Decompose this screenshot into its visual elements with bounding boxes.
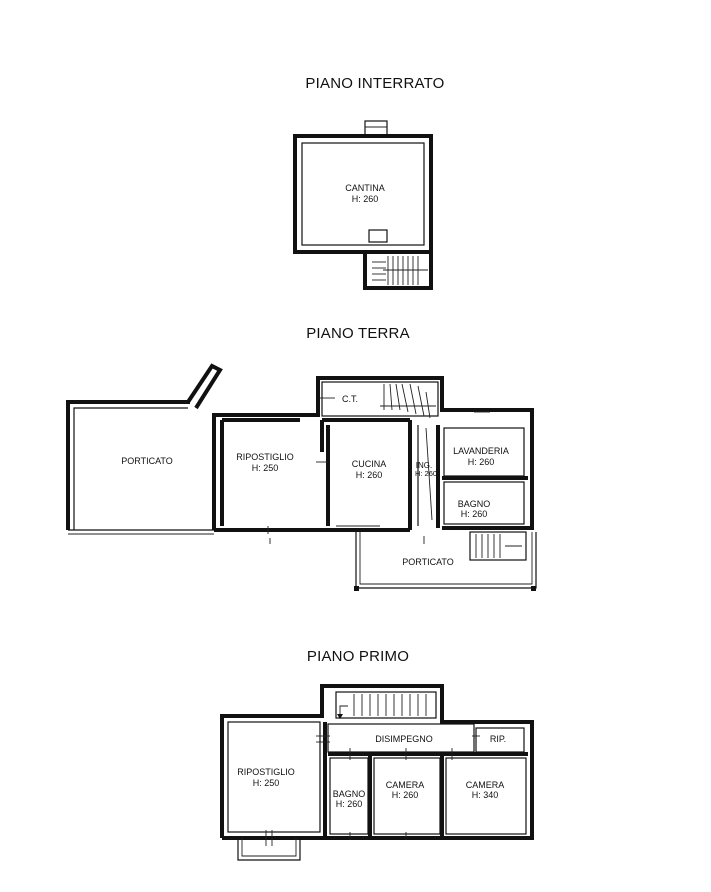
porticato-lower (355, 532, 537, 589)
floor-title-basement: PIANO INTERRATO (305, 75, 444, 92)
room-height-camera-2: H: 340 (472, 790, 499, 800)
room-label-ingresso: ING. (416, 461, 432, 470)
ripostiglio-first-inner (227, 721, 321, 833)
first-main-walls (220, 684, 534, 840)
room-height-camera-1: H: 260 (392, 790, 419, 800)
floor-basement: PIANO INTERRATO CANTINA H: 260 (293, 75, 444, 290)
room-height-ripostiglio-ground: H: 250 (252, 463, 279, 473)
floor-title-first: PIANO PRIMO (307, 648, 409, 665)
room-height-bagno-ground: H: 260 (461, 509, 488, 519)
basement-stair-enclosure (363, 250, 433, 290)
room-label-porticato-left: PORTICATO (121, 456, 173, 466)
room-label-cucina: CUCINA (352, 459, 387, 469)
room-height-cucina: H: 260 (356, 470, 383, 480)
room-height-ingresso: H: 260 (415, 469, 437, 478)
basement-stairs (372, 256, 428, 285)
light-well (364, 120, 388, 138)
room-label-lavanderia: LAVANDERIA (453, 446, 509, 456)
room-label-camera-1: CAMERA (386, 780, 425, 790)
camera-2-area (445, 757, 527, 835)
porticato-left-walls (66, 400, 190, 530)
ground-main-walls (212, 376, 534, 530)
room-label-cantina: CANTINA (345, 183, 385, 193)
basement-door-jamb (368, 229, 388, 243)
room-label-bagno-first: BAGNO (333, 789, 366, 799)
floor-ground: PIANO TERRA (66, 325, 537, 591)
room-height-cantina: H: 260 (352, 194, 379, 204)
room-label-bagno-ground: BAGNO (458, 499, 491, 509)
room-label-porticato-lower: PORTICATO (402, 557, 454, 567)
ground-rear-stairs (469, 531, 527, 561)
room-height-ripostiglio-first: H: 250 (253, 778, 280, 788)
room-label-rip: RIP. (490, 734, 506, 744)
room-label-disimpegno: DISIMPEGNO (375, 734, 433, 744)
room-label-camera-2: CAMERA (466, 780, 505, 790)
room-label-ct: C.T. (342, 394, 358, 404)
room-label-ripostiglio-first: RIPOSTIGLIO (237, 767, 295, 777)
ground-stairs (380, 383, 436, 419)
floor-title-ground: PIANO TERRA (306, 325, 410, 342)
room-cantina-inner (301, 142, 425, 246)
room-height-bagno-first: H: 260 (336, 799, 363, 809)
first-stairs (335, 691, 437, 719)
ct-stair-area (321, 381, 439, 417)
floor-first: PIANO PRIMO (220, 648, 534, 861)
room-label-ripostiglio-ground: RIPOSTIGLIO (236, 452, 294, 462)
porticato-angled-wall (186, 363, 223, 410)
balcony (237, 838, 301, 861)
room-height-lavanderia: H: 260 (468, 457, 495, 467)
